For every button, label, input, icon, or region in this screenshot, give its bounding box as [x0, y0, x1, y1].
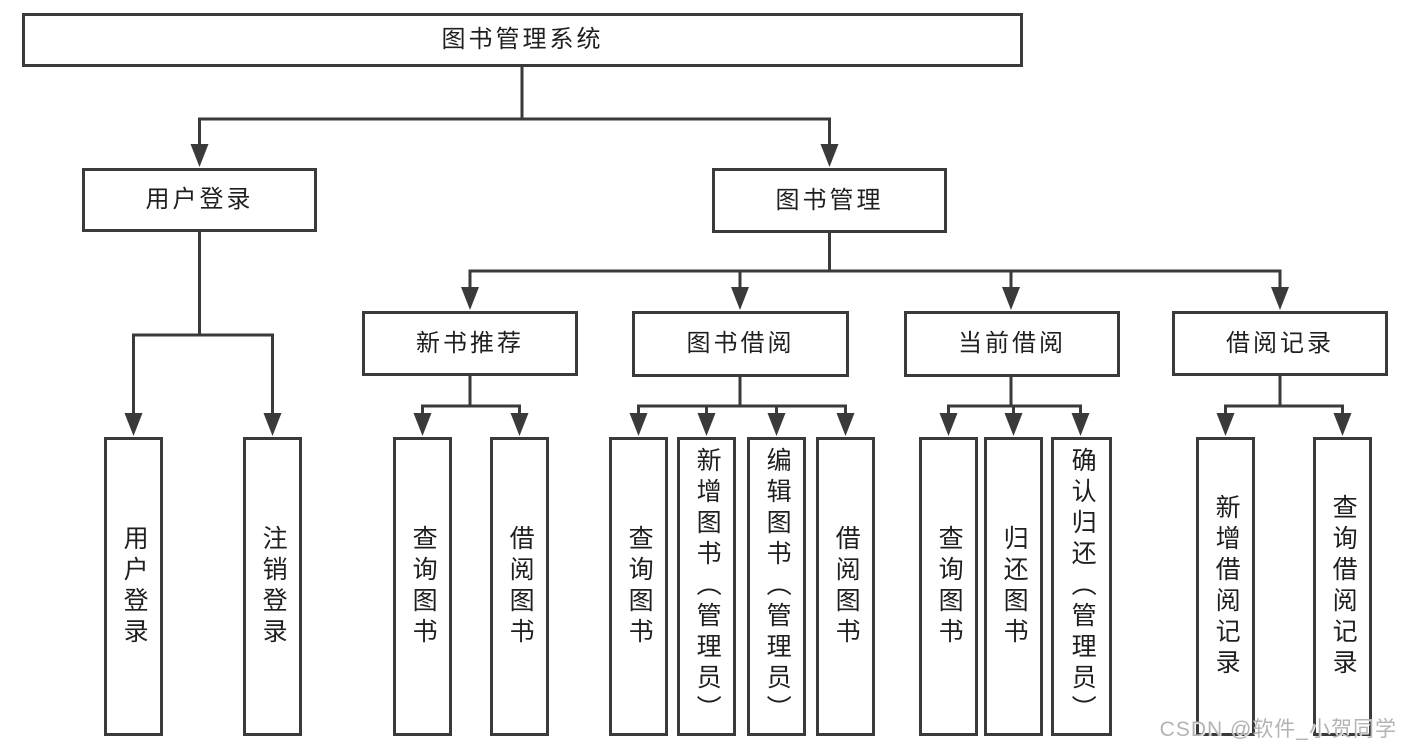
connector-book-mgmt-to-level3 — [468, 233, 1282, 294]
arrow-down-icon — [1071, 413, 1090, 436]
leaf-borrow-books-rec: 借阅图书 — [490, 437, 549, 736]
leaf-query-books-borrow: 查询图书 — [609, 437, 668, 736]
connector-book-borrow-to-leaves — [637, 376, 847, 420]
arrow-down-icon — [1216, 413, 1235, 436]
node-library-system: 图书管理系统 — [22, 13, 1023, 67]
leaf-user-login: 用户登录 — [104, 437, 163, 736]
arrow-down-icon — [190, 144, 209, 167]
arrow-down-icon — [767, 413, 786, 436]
leaf-borrow-books-borrow: 借阅图书 — [816, 437, 875, 736]
arrow-down-icon — [731, 287, 749, 310]
connector-current-borrow-to-leaves — [947, 376, 1082, 420]
node-book-mgmt: 图书管理 — [712, 168, 947, 233]
connector-lines — [132, 66, 1344, 420]
leaf-return-books: 归还图书 — [984, 437, 1043, 736]
arrow-down-icon — [461, 287, 479, 310]
node-current-borrow: 当前借阅 — [904, 311, 1120, 377]
node-book-borrow: 图书借阅 — [632, 311, 849, 377]
node-user-login: 用户登录 — [82, 168, 317, 232]
arrow-down-icon — [263, 413, 282, 436]
node-borrow-records: 借阅记录 — [1172, 311, 1388, 376]
arrow-down-icon — [1002, 287, 1020, 310]
arrow-down-icon — [939, 413, 958, 436]
leaf-logout: 注销登录 — [243, 437, 302, 736]
arrow-down-icon — [1004, 413, 1023, 436]
leaf-edit-book-admin: 编辑图书（管理员） — [747, 437, 806, 736]
arrow-down-icon — [629, 413, 648, 436]
leaf-query-borrow-record: 查询借阅记录 — [1313, 437, 1372, 736]
csdn-watermark: CSDN @软件_小贺同学 — [1159, 718, 1397, 741]
leaf-confirm-return-admin: 确认归还（管理员） — [1051, 437, 1112, 736]
leaf-add-borrow-record: 新增借阅记录 — [1196, 437, 1255, 736]
connector-root-to-level2 — [198, 66, 831, 150]
leaf-query-books-rec: 查询图书 — [393, 437, 452, 736]
arrow-down-icon — [1271, 287, 1289, 310]
leaf-add-book-admin: 新增图书（管理员） — [677, 437, 736, 736]
arrowhead-icons — [124, 144, 1352, 436]
arrow-down-icon — [413, 413, 432, 436]
arrow-down-icon — [820, 144, 839, 167]
arrow-down-icon — [836, 413, 855, 436]
arrow-down-icon — [697, 413, 716, 436]
connector-new-book-rec-to-leaves — [421, 376, 521, 420]
connector-borrow-records-to-leaves — [1224, 376, 1344, 420]
arrow-down-icon — [124, 413, 143, 436]
node-new-book-rec: 新书推荐 — [362, 311, 578, 376]
arrow-down-icon — [1333, 413, 1352, 436]
arrow-down-icon — [510, 413, 529, 436]
leaf-query-books-current: 查询图书 — [919, 437, 978, 736]
connector-user-login-to-leaves — [132, 232, 274, 420]
